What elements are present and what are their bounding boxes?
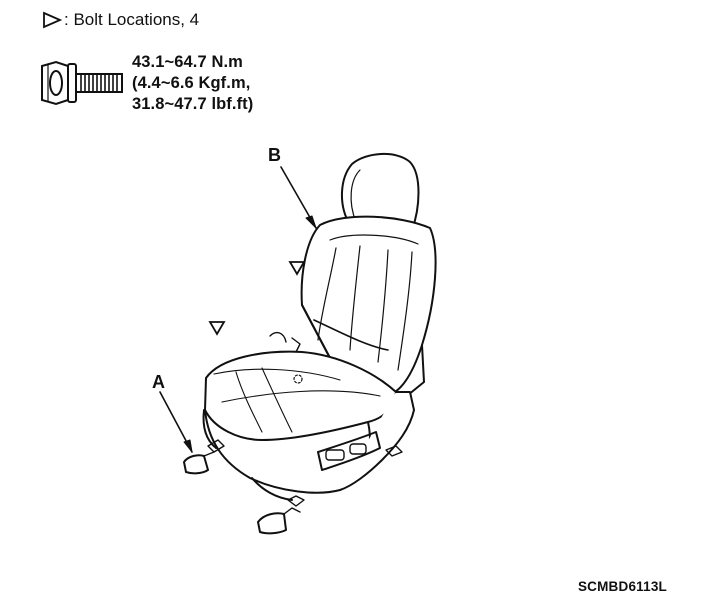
- legend-text: : Bolt Locations, 4: [64, 10, 200, 29]
- bolt-icon: [41, 60, 123, 106]
- torque-spec: 43.1~64.7 N.m (4.4~6.6 Kgf.m, 31.8~47.7 …: [132, 52, 253, 115]
- legend: : Bolt Locations, 4: [42, 10, 199, 30]
- seat-bracket-rear-right: [385, 445, 403, 457]
- triangle-pointer-icon: [43, 11, 62, 29]
- side-panel: [317, 391, 415, 491]
- torque-line-nm: 43.1~64.7 N.m: [132, 53, 243, 71]
- bolt-location-marker: [208, 321, 226, 336]
- torque-line-lbfft: 31.8~47.7 lbf.ft): [132, 95, 254, 113]
- figure-code: SCMBD6113L: [577, 579, 667, 594]
- seat-bracket-front-right: [257, 495, 305, 535]
- bolt-location-marker: [288, 261, 306, 276]
- torque-line-kgfm: (4.4~6.6 Kgf.m,: [132, 74, 251, 92]
- callout-label-a: A: [152, 372, 165, 392]
- callout-label-b: B: [268, 145, 281, 165]
- seat-bracket-a: [183, 439, 225, 475]
